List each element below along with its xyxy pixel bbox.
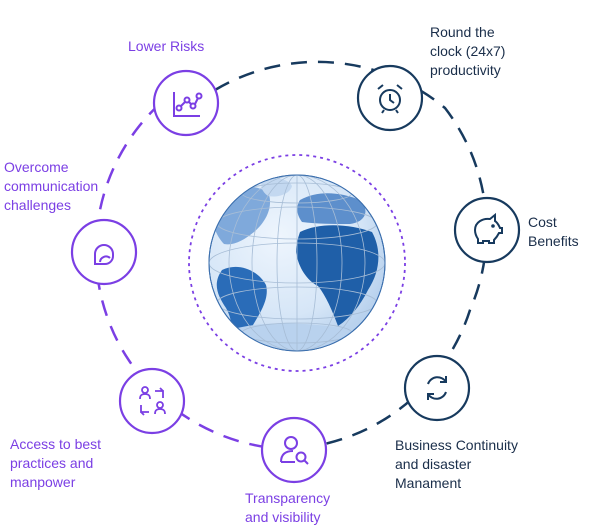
label-round-the-clock: Round the clock (24x7) productivity <box>430 24 506 78</box>
south-america-shape <box>216 266 267 351</box>
user-search-icon <box>280 436 309 465</box>
node-round-the-clock[interactable] <box>356 64 424 132</box>
piggy-bank-icon <box>473 212 503 244</box>
refresh-icon <box>427 376 447 400</box>
node-communication[interactable] <box>70 218 138 286</box>
connector-ring <box>94 60 488 449</box>
inner-dashed-circle <box>188 154 406 372</box>
ring-arc-navy <box>214 60 488 447</box>
chart-icon <box>173 92 203 117</box>
antarctica-shape <box>230 323 360 351</box>
node-transparency[interactable] <box>260 416 328 484</box>
chat-bubbles-icon <box>94 244 114 265</box>
node-access-best-practices[interactable] <box>118 367 186 435</box>
node-cost-benefits[interactable] <box>453 196 521 264</box>
label-transparency: Transparency and visibility <box>245 490 331 525</box>
label-cost-benefits: Cost Benefits <box>528 214 579 249</box>
people-exchange-icon <box>139 386 166 416</box>
label-lower-risks: Lower Risks <box>128 38 205 54</box>
globe <box>208 174 386 352</box>
label-communication: Overcome communication challenges <box>4 159 99 213</box>
node-business-continuity[interactable] <box>403 354 471 422</box>
node-lower-risks[interactable] <box>152 69 220 137</box>
alarm-clock-icon <box>377 84 403 114</box>
label-access-best-practices: Access to best practices and manpower <box>10 436 102 490</box>
ring-arc-purple <box>94 94 266 449</box>
label-business-continuity: Business Continuity and disaster Manamen… <box>395 437 518 491</box>
